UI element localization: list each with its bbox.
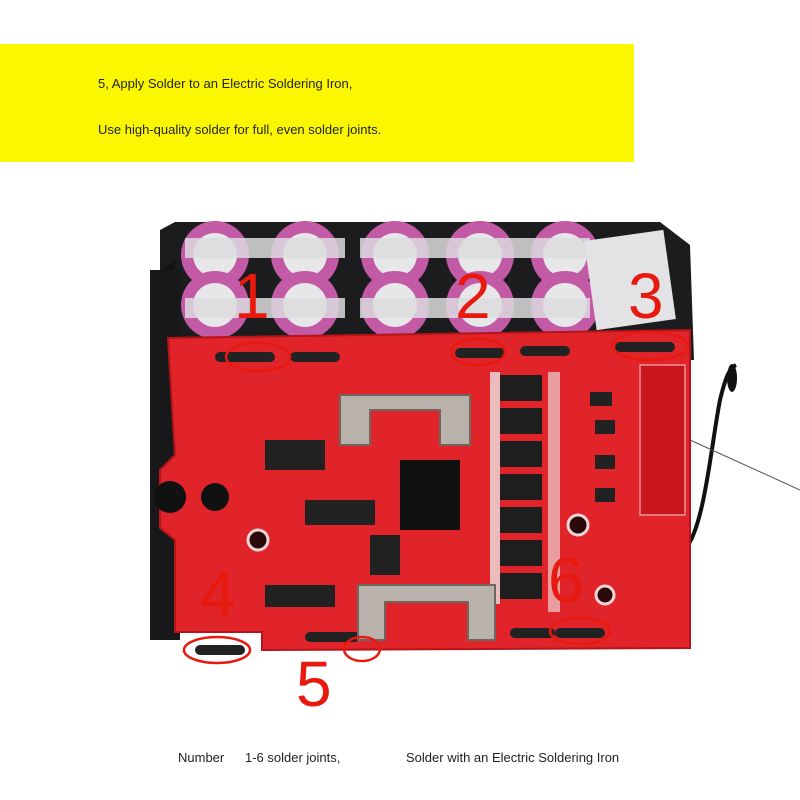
joint-label-5: 5	[296, 648, 332, 720]
thermistor-wire	[686, 363, 738, 547]
solder-pad	[195, 645, 245, 655]
caption-instruction: Solder with an Electric Soldering Iron	[406, 750, 620, 765]
pcb-silkscreen	[490, 372, 500, 604]
thermistor-probe	[727, 364, 737, 392]
solder-pad	[520, 346, 570, 356]
housing-clip	[154, 481, 186, 513]
instruction-banner: 5, Apply Solder to an Electric Soldering…	[0, 44, 634, 162]
joint-label-4: 4	[200, 558, 236, 630]
smd-components	[265, 392, 615, 607]
joint-label-1: 1	[234, 260, 270, 332]
caption-number: Number	[178, 750, 225, 765]
solder-pad	[510, 628, 555, 638]
solder-pad	[215, 352, 275, 362]
housing-clip	[201, 483, 229, 511]
joint-label-2: 2	[455, 260, 491, 332]
joint-markers	[182, 330, 690, 665]
mosfet-array	[500, 375, 542, 599]
mount-hole	[246, 528, 270, 552]
pcb-pin-header	[639, 364, 686, 516]
caption-joint-range: 1-6 solder joints,	[245, 750, 341, 765]
joint-label-3: 3	[628, 260, 664, 332]
solder-pad	[455, 348, 505, 358]
solder-pad	[305, 632, 360, 642]
mount-hole	[594, 584, 616, 606]
solder-pad	[290, 352, 340, 362]
battery-cells	[181, 221, 676, 339]
solder-pad	[615, 342, 675, 352]
pcb-silkscreen	[548, 372, 560, 612]
banner-step-note: Use high-quality solder for full, even s…	[98, 122, 382, 137]
banner-step-title: 5, Apply Solder to an Electric Soldering…	[98, 76, 353, 91]
mount-hole	[566, 513, 590, 537]
joint-label-6: 6	[548, 544, 584, 616]
metal-terminals	[339, 394, 496, 641]
background-wire	[689, 439, 800, 491]
dc-connector	[400, 460, 460, 530]
solder-pad	[555, 628, 605, 638]
